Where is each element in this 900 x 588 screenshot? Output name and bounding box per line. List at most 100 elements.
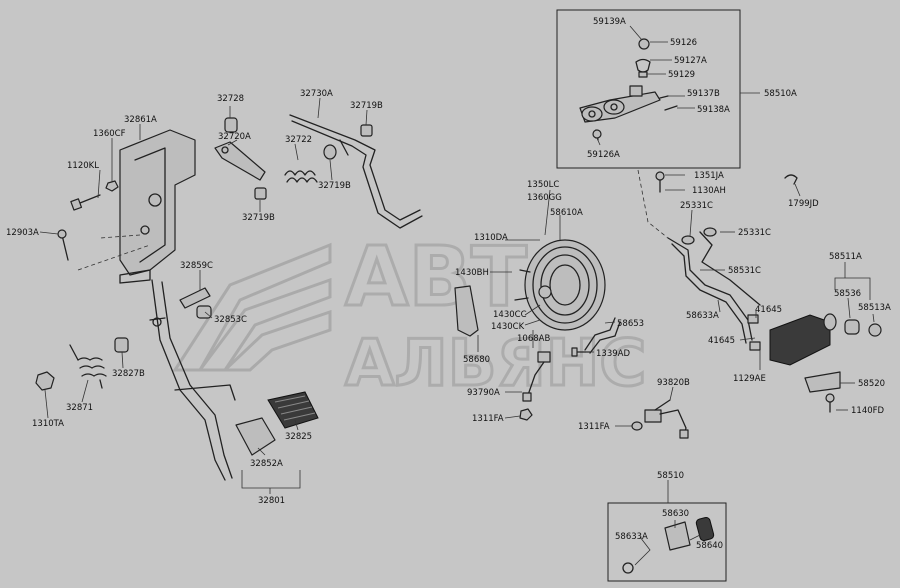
label-1351JA: 1351JA [694,171,724,181]
nut-1310TA [35,371,55,391]
clip-25331C-1 [681,235,695,245]
bracket-58520 [804,371,841,393]
bushing-32827B [114,337,129,353]
label-1129AE: 1129AE [733,374,766,384]
clip-25331C-2 [703,227,717,237]
bolt-1140FD [825,393,835,413]
label-1310DA: 1310DA [474,233,508,243]
label-1140FD: 1140FD [851,406,885,416]
label-58633A: 58633A [686,311,719,321]
watermark-line2: АЛЬЯНС [345,327,646,401]
label-41645-lower: 41645 [708,336,735,346]
part-labels: 32728 32730A 32719B 32861A 1360CF 32720A… [6,17,891,551]
label-59138A: 59138A [697,105,730,115]
label-32853C: 32853C [214,315,247,325]
bracket-58680 [454,285,479,337]
label-59129: 59129 [668,70,695,80]
label-32827B: 32827B [112,369,145,379]
label-1430BH: 1430BH [455,268,489,278]
label-58511A: 58511A [829,252,862,262]
repair-kit-box [607,502,727,582]
leader-lines [39,25,875,566]
leader-dashed-tube [637,169,669,239]
label-32719B-lower: 32719B [242,213,275,223]
label-32801: 32801 [258,496,285,506]
label-58630: 58630 [662,509,689,519]
spring-32722 [284,170,318,183]
master-cylinder-box [556,9,741,169]
label-93790A: 93790A [467,388,500,398]
label-59126: 59126 [670,38,697,48]
label-32728: 32728 [217,94,244,104]
label-1068AB: 1068AB [517,334,550,344]
label-32852A: 32852A [250,459,283,469]
brake-booster-58610A [514,239,606,331]
clip-1799JD [784,174,798,185]
pedal-pad-32852A [235,417,276,456]
label-32719B-upper: 32719B [350,101,383,111]
reservoir-58511A [769,313,882,366]
label-32722: 32722 [285,135,312,145]
label-59127A: 59127A [674,56,707,66]
pedal-bracket-32861A [119,129,196,284]
nut-1360CF [105,180,119,192]
label-59126A: 59126A [587,150,620,160]
label-1120KL: 1120KL [67,161,99,171]
label-25331C-1: 25331C [680,201,713,211]
bushing-32853C [196,305,212,319]
label-58531C: 58531C [728,266,761,276]
label-1360CF: 1360CF [93,129,126,139]
nut-1311FA-right [631,421,643,431]
label-12903A: 12903A [6,228,39,238]
label-58520: 58520 [858,379,885,389]
label-58653: 58653 [617,319,644,329]
label-32719B-mid: 32719B [318,181,351,191]
label-1339AD: 1339AD [596,349,630,359]
label-58510A: 58510A [764,89,797,99]
shaft-32859C [179,287,211,309]
label-58633A-kit: 58633A [615,532,648,542]
label-58536: 58536 [834,289,861,299]
label-58610A: 58610A [550,208,583,218]
nut-1311FA-left [519,408,533,421]
label-32871: 32871 [66,403,93,413]
repair-kit-58510 [622,516,715,574]
label-1360GG: 1360GG [527,193,562,203]
bolt-1351JA [655,171,665,193]
label-58680: 58680 [463,355,490,365]
label-1310TA: 1310TA [32,419,64,429]
label-25331C-2: 25331C [738,228,771,238]
rod-32730A [289,114,423,229]
label-1311FA-right: 1311FA [578,422,610,432]
label-32720A: 32720A [218,132,251,142]
label-1799JD: 1799JD [788,199,819,209]
bolt-1120KL [70,194,101,211]
bushing-32728 [224,117,238,133]
label-58640: 58640 [696,541,723,551]
brake-tube-58531C [667,231,761,344]
label-1430CK: 1430CK [491,322,525,332]
label-59137B: 59137B [687,89,720,99]
label-1130AH: 1130AH [692,186,726,196]
pedal-pad-32825 [267,391,319,429]
lever-32720A [214,141,266,181]
bolt-12903A [57,229,69,261]
label-59139A: 59139A [593,17,626,27]
leader-dashed-1 [77,244,151,271]
label-32859C: 32859C [180,261,213,271]
fitting-41645 [747,314,761,351]
label-1350LC: 1350LC [527,180,559,190]
label-32825: 32825 [285,432,312,442]
label-32861A: 32861A [124,115,157,125]
hose-58653 [584,317,621,354]
pedal-arm-32801 [149,279,236,481]
label-58513A: 58513A [858,303,891,313]
label-1430CC: 1430CC [493,310,527,320]
bushing-32719B-upper [360,124,373,137]
bushing-32719B-mid [323,144,337,160]
label-58510: 58510 [657,471,684,481]
bushing-32719B-lower [254,187,267,200]
vacuum-sensor-93790A [522,351,551,402]
